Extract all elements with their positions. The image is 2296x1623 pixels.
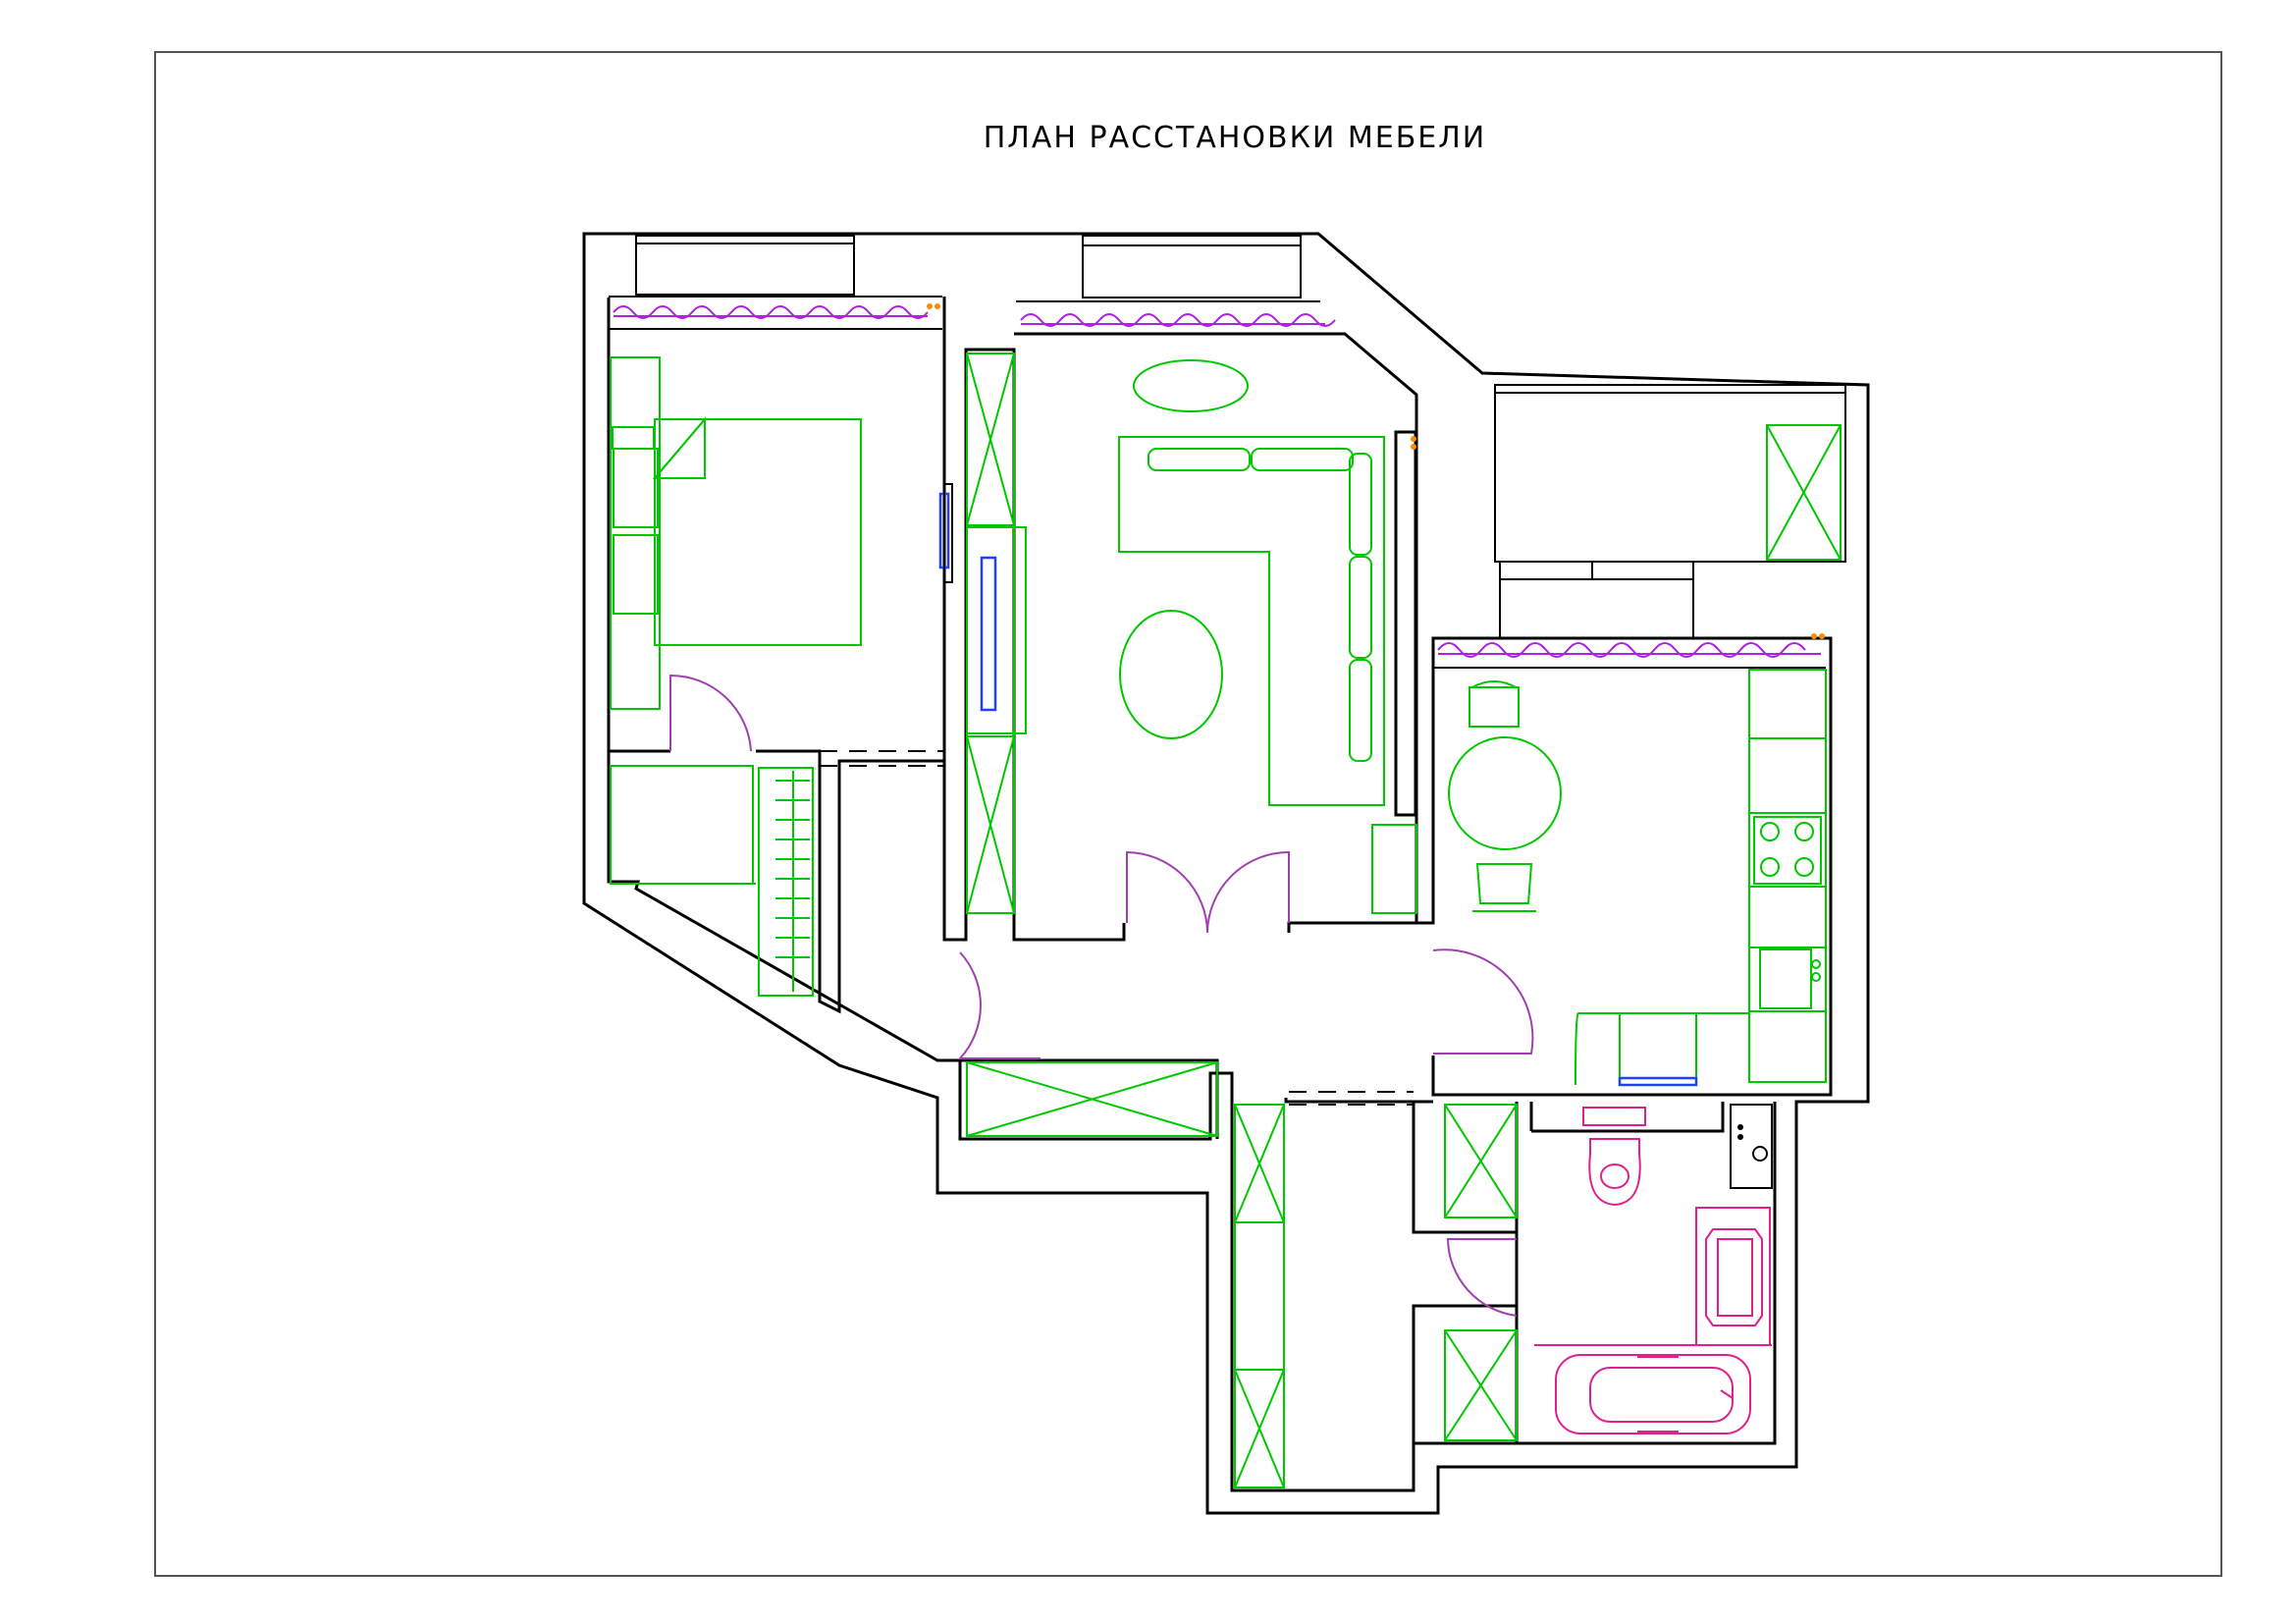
sheet-frame [154, 51, 2222, 1577]
tv-icon [980, 556, 997, 712]
sofa-backrest [1148, 448, 1251, 471]
window-bedroom [635, 235, 855, 296]
dining-table [1448, 736, 1562, 850]
plan-title: ПЛАН РАССТАНОВКИ МЕБЕЛИ [984, 121, 1487, 155]
pillow [613, 448, 659, 528]
armchair [1371, 824, 1417, 914]
bath-cabinet [1444, 1329, 1518, 1441]
balcony-cabinet [1766, 424, 1842, 561]
chair [1472, 863, 1536, 912]
partition-living-kitchen [1014, 332, 1833, 1097]
door-living [1126, 850, 1290, 934]
bath-cabinet [1444, 1104, 1518, 1218]
bedroom-furniture [610, 356, 953, 997]
closet-bedroom [610, 765, 754, 885]
balcony [1494, 384, 1846, 563]
sofa-backrest [1251, 448, 1354, 471]
washing-machine [1730, 1104, 1773, 1189]
kitchen-counter-corner [1575, 1012, 1749, 1086]
stove [1753, 816, 1822, 885]
bathtub [1555, 1354, 1751, 1434]
closet-hangers [775, 771, 810, 992]
socket-icon [1811, 633, 1817, 639]
hall-furniture [957, 951, 1285, 1488]
kitchen-sink [1759, 948, 1812, 1009]
toilet-bowl [1588, 1138, 1641, 1207]
window-kitchen [1499, 578, 1694, 639]
tv-stand [966, 526, 1027, 734]
walls [582, 232, 1870, 1515]
burner-icon [1794, 857, 1814, 877]
partition-bathroom [1412, 1102, 1725, 1443]
socket-icon [1411, 436, 1416, 442]
curtain-kitchen [1437, 642, 1806, 658]
nightstand [612, 426, 655, 450]
bathroom-furniture [1444, 1104, 1773, 1441]
burner-icon [1760, 822, 1780, 841]
wardrobe-bedroom-left [610, 356, 661, 710]
door-entrance [957, 951, 1041, 1059]
sofa [1118, 436, 1385, 806]
pouf [1133, 359, 1249, 412]
sofa-cushion [1349, 556, 1372, 659]
partition-bedroom-bottom [609, 749, 944, 1014]
inner-wall [607, 298, 1777, 1492]
closet-shelving [758, 767, 814, 997]
coffee-table [1119, 610, 1223, 739]
bed [654, 418, 862, 646]
curtains [613, 303, 1825, 658]
radiator-kitchen [1618, 1076, 1698, 1087]
pillow [613, 534, 659, 615]
kitchen-cabinets [1748, 669, 1827, 1083]
door-bathroom [1446, 1238, 1518, 1317]
hall-column [1394, 430, 1417, 817]
balcony-furniture [1766, 424, 1842, 561]
door-kitchen [1432, 948, 1534, 1055]
window-living [1082, 235, 1302, 298]
toilet-tank [1582, 1107, 1646, 1126]
corridor-wardrobe [1234, 1104, 1285, 1488]
burner-icon [1760, 857, 1780, 877]
partition-hall [960, 1058, 1433, 1139]
chair [1468, 680, 1520, 728]
door-bedroom [669, 674, 752, 752]
living-furniture [966, 352, 1417, 934]
outer-wall [582, 232, 1870, 1515]
sofa-cushion [1349, 453, 1372, 556]
kitchen-furniture [1432, 669, 1827, 1087]
burner-icon [1794, 822, 1814, 841]
hall-wardrobe [966, 1061, 1218, 1137]
socket-icon [927, 303, 933, 309]
partition-bedroom-living [942, 297, 1126, 942]
washbasin [1705, 1228, 1763, 1326]
sofa-cushion [1349, 659, 1372, 762]
